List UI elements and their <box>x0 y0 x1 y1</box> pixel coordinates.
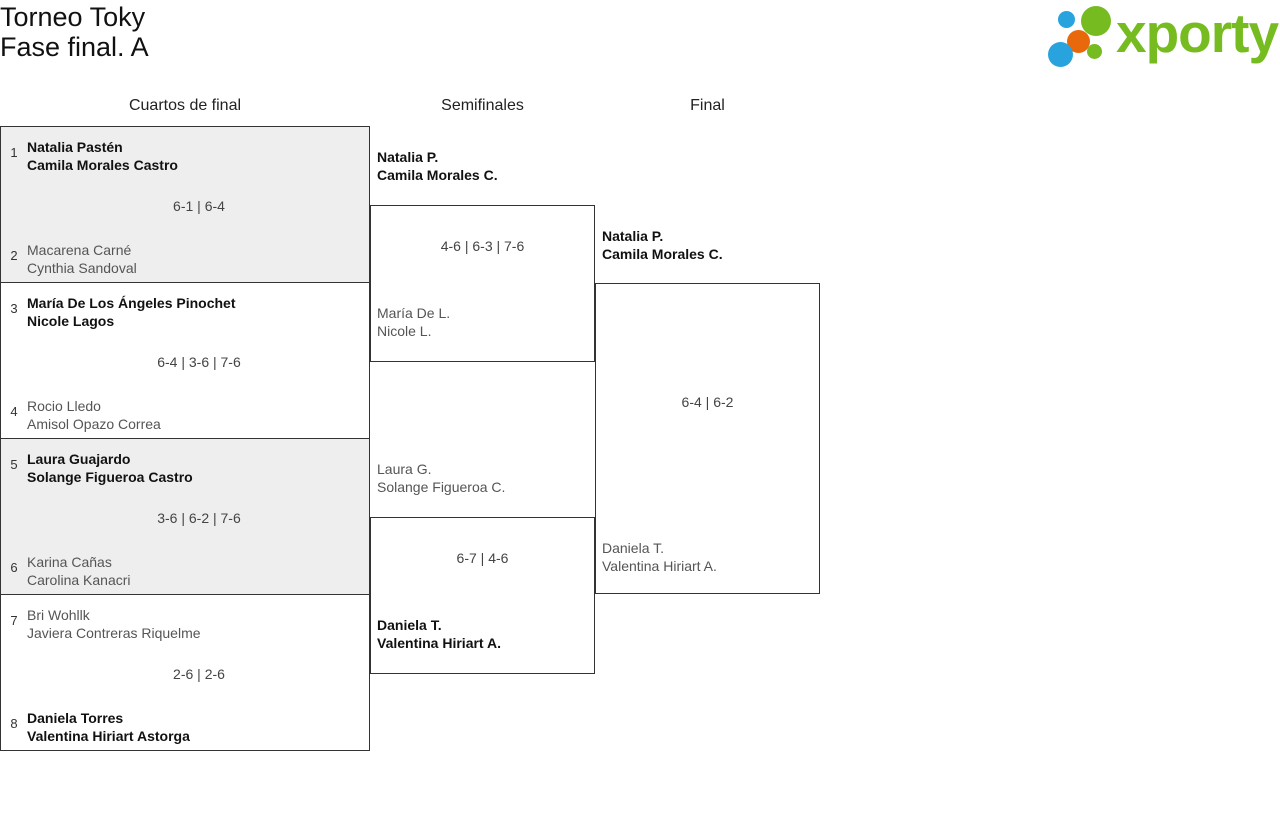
round-header-quarterfinals: Cuartos de final <box>128 97 242 114</box>
qf-match-1-bottom-seed: 2 <box>10 248 18 263</box>
sf-match-1-bottom-entry[interactable]: María De L. Nicole L. <box>377 304 450 340</box>
qf-match-1-top-player1: Natalia Pastén <box>27 139 123 155</box>
qf-match-1-top-entry[interactable]: 1 Natalia Pastén Camila Morales Castro <box>1 136 371 174</box>
final-bottom-player2: Valentina Hiriart A. <box>602 558 717 574</box>
qf-match-4-bottom-player2: Valentina Hiriart Astorga <box>27 728 190 744</box>
sf-match-1-top-player2: Camila Morales C. <box>377 167 498 183</box>
qf-match-1-bottom-names: Macarena Carné Cynthia Sandoval <box>27 239 137 277</box>
page-header: Torneo Toky Fase final. A xporty <box>0 0 1280 92</box>
final-top-player1: Natalia P. <box>602 228 664 244</box>
qf-match-1[interactable]: 1 Natalia Pastén Camila Morales Castro 6… <box>0 126 370 283</box>
qf-match-4-top-player1: Bri Wohllk <box>27 607 90 623</box>
qf-match-3-top-entry[interactable]: 5 Laura Guajardo Solange Figueroa Castro <box>1 448 371 486</box>
sf-match-1-top-player1: Natalia P. <box>377 149 439 165</box>
sf-match-2-bottom-player2: Valentina Hiriart A. <box>377 635 501 651</box>
qf-match-1-bottom-player2: Cynthia Sandoval <box>27 260 137 276</box>
qf-match-4-bottom-seed: 8 <box>10 716 18 731</box>
sf-match-2-score: 6-7 | 4-6 <box>456 550 509 566</box>
page-title: Torneo Toky <box>0 2 146 32</box>
logo-dot-blue-small-icon <box>1058 11 1075 28</box>
qf-match-3-top-player2: Solange Figueroa Castro <box>27 469 193 485</box>
logo-dot-green-small-icon <box>1087 44 1102 59</box>
final-top-player2: Camila Morales C. <box>602 246 723 262</box>
qf-match-4-bottom-entry[interactable]: 8 Daniela Torres Valentina Hiriart Astor… <box>1 707 371 745</box>
final-bottom-player1: Daniela T. <box>602 540 665 556</box>
qf-match-4-bottom-names: Daniela Torres Valentina Hiriart Astorga <box>27 707 190 745</box>
qf-match-2-bottom-entry[interactable]: 4 Rocio Lledo Amisol Opazo Correa <box>1 395 371 433</box>
qf-match-2[interactable]: 3 María De Los Ángeles Pinochet Nicole L… <box>0 282 370 439</box>
qf-match-3-bottom-names: Karina Cañas Carolina Kanacri <box>27 551 131 589</box>
qf-match-4-bottom-player1: Daniela Torres <box>27 710 124 726</box>
qf-match-4[interactable]: 7 Bri Wohllk Javiera Contreras Riquelme … <box>0 594 370 751</box>
qf-match-1-bottom-entry[interactable]: 2 Macarena Carné Cynthia Sandoval <box>1 239 371 277</box>
sf-match-2-connector <box>370 517 595 674</box>
qf-match-4-top-seed: 7 <box>10 613 18 628</box>
qf-match-3-bottom-entry[interactable]: 6 Karina Cañas Carolina Kanacri <box>1 551 371 589</box>
logo-dot-blue-large-icon <box>1048 42 1073 67</box>
qf-match-2-bottom-names: Rocio Lledo Amisol Opazo Correa <box>27 395 161 433</box>
qf-match-2-bottom-player1: Rocio Lledo <box>27 398 101 414</box>
sf-match-2-top-player1: Laura G. <box>377 461 432 477</box>
logo-wordmark: xporty <box>1116 2 1279 64</box>
qf-match-4-top-entry[interactable]: 7 Bri Wohllk Javiera Contreras Riquelme <box>1 604 371 642</box>
qf-match-2-bottom-player2: Amisol Opazo Correa <box>27 416 161 432</box>
final-bottom-entry[interactable]: Daniela T. Valentina Hiriart A. <box>602 539 717 575</box>
qf-match-3-bottom-player1: Karina Cañas <box>27 554 112 570</box>
final-score: 6-4 | 6-2 <box>681 394 734 410</box>
qf-match-2-top-seed: 3 <box>10 301 18 316</box>
qf-match-2-bottom-seed: 4 <box>10 404 18 419</box>
xporty-logo[interactable]: xporty <box>1048 2 1279 67</box>
qf-match-4-score: 2-6 | 2-6 <box>173 666 225 682</box>
page-subtitle: Fase final. A <box>0 32 149 62</box>
qf-match-3-top-player1: Laura Guajardo <box>27 451 131 467</box>
sf-match-1-connector <box>370 205 595 362</box>
sf-match-2-top-entry[interactable]: Laura G. Solange Figueroa C. <box>377 460 505 496</box>
round-header-semifinals: Semifinales <box>441 97 524 114</box>
round-header-final: Final <box>690 97 725 114</box>
qf-match-3-bottom-seed: 6 <box>10 560 18 575</box>
qf-match-2-top-entry[interactable]: 3 María De Los Ángeles Pinochet Nicole L… <box>1 292 371 330</box>
qf-match-2-score: 6-4 | 3-6 | 7-6 <box>157 354 241 370</box>
qf-match-1-top-seed: 1 <box>10 145 18 160</box>
final-top-entry[interactable]: Natalia P. Camila Morales C. <box>602 227 723 263</box>
tournament-title-block: Torneo Toky Fase final. A <box>0 2 149 62</box>
sf-match-2-bottom-entry[interactable]: Daniela T. Valentina Hiriart A. <box>377 616 501 652</box>
qf-match-1-top-names: Natalia Pastén Camila Morales Castro <box>27 136 178 174</box>
qf-match-4-top-names: Bri Wohllk Javiera Contreras Riquelme <box>27 604 201 642</box>
logo-dot-green-large-icon <box>1081 6 1111 36</box>
qf-match-3-top-seed: 5 <box>10 457 18 472</box>
qf-match-1-score: 6-1 | 6-4 <box>173 198 225 214</box>
logo-dot-orange-icon <box>1067 30 1090 53</box>
final-match-connector <box>595 283 820 594</box>
qf-match-2-top-player2: Nicole Lagos <box>27 313 115 329</box>
qf-match-3-score: 3-6 | 6-2 | 7-6 <box>157 510 241 526</box>
sf-match-2-top-player2: Solange Figueroa C. <box>377 479 506 495</box>
sf-match-1-bottom-player1: María De L. <box>377 305 451 321</box>
qf-match-1-top-player2: Camila Morales Castro <box>27 157 178 173</box>
qf-match-3-top-names: Laura Guajardo Solange Figueroa Castro <box>27 448 193 486</box>
logo-dots-icon <box>1048 6 1122 67</box>
qf-match-2-top-player1: María De Los Ángeles Pinochet <box>27 295 236 311</box>
qf-match-3-bottom-player2: Carolina Kanacri <box>27 572 131 588</box>
sf-match-1-top-entry[interactable]: Natalia P. Camila Morales C. <box>377 148 498 184</box>
qf-match-2-top-names: María De Los Ángeles Pinochet Nicole Lag… <box>27 292 236 330</box>
sf-match-2-bottom-player1: Daniela T. <box>377 617 442 633</box>
qf-match-3[interactable]: 5 Laura Guajardo Solange Figueroa Castro… <box>0 438 370 595</box>
sf-match-1-score: 4-6 | 6-3 | 7-6 <box>440 238 525 254</box>
qf-match-4-top-player2: Javiera Contreras Riquelme <box>27 625 201 641</box>
qf-match-1-bottom-player1: Macarena Carné <box>27 242 132 258</box>
sf-match-1-bottom-player2: Nicole L. <box>377 323 432 339</box>
